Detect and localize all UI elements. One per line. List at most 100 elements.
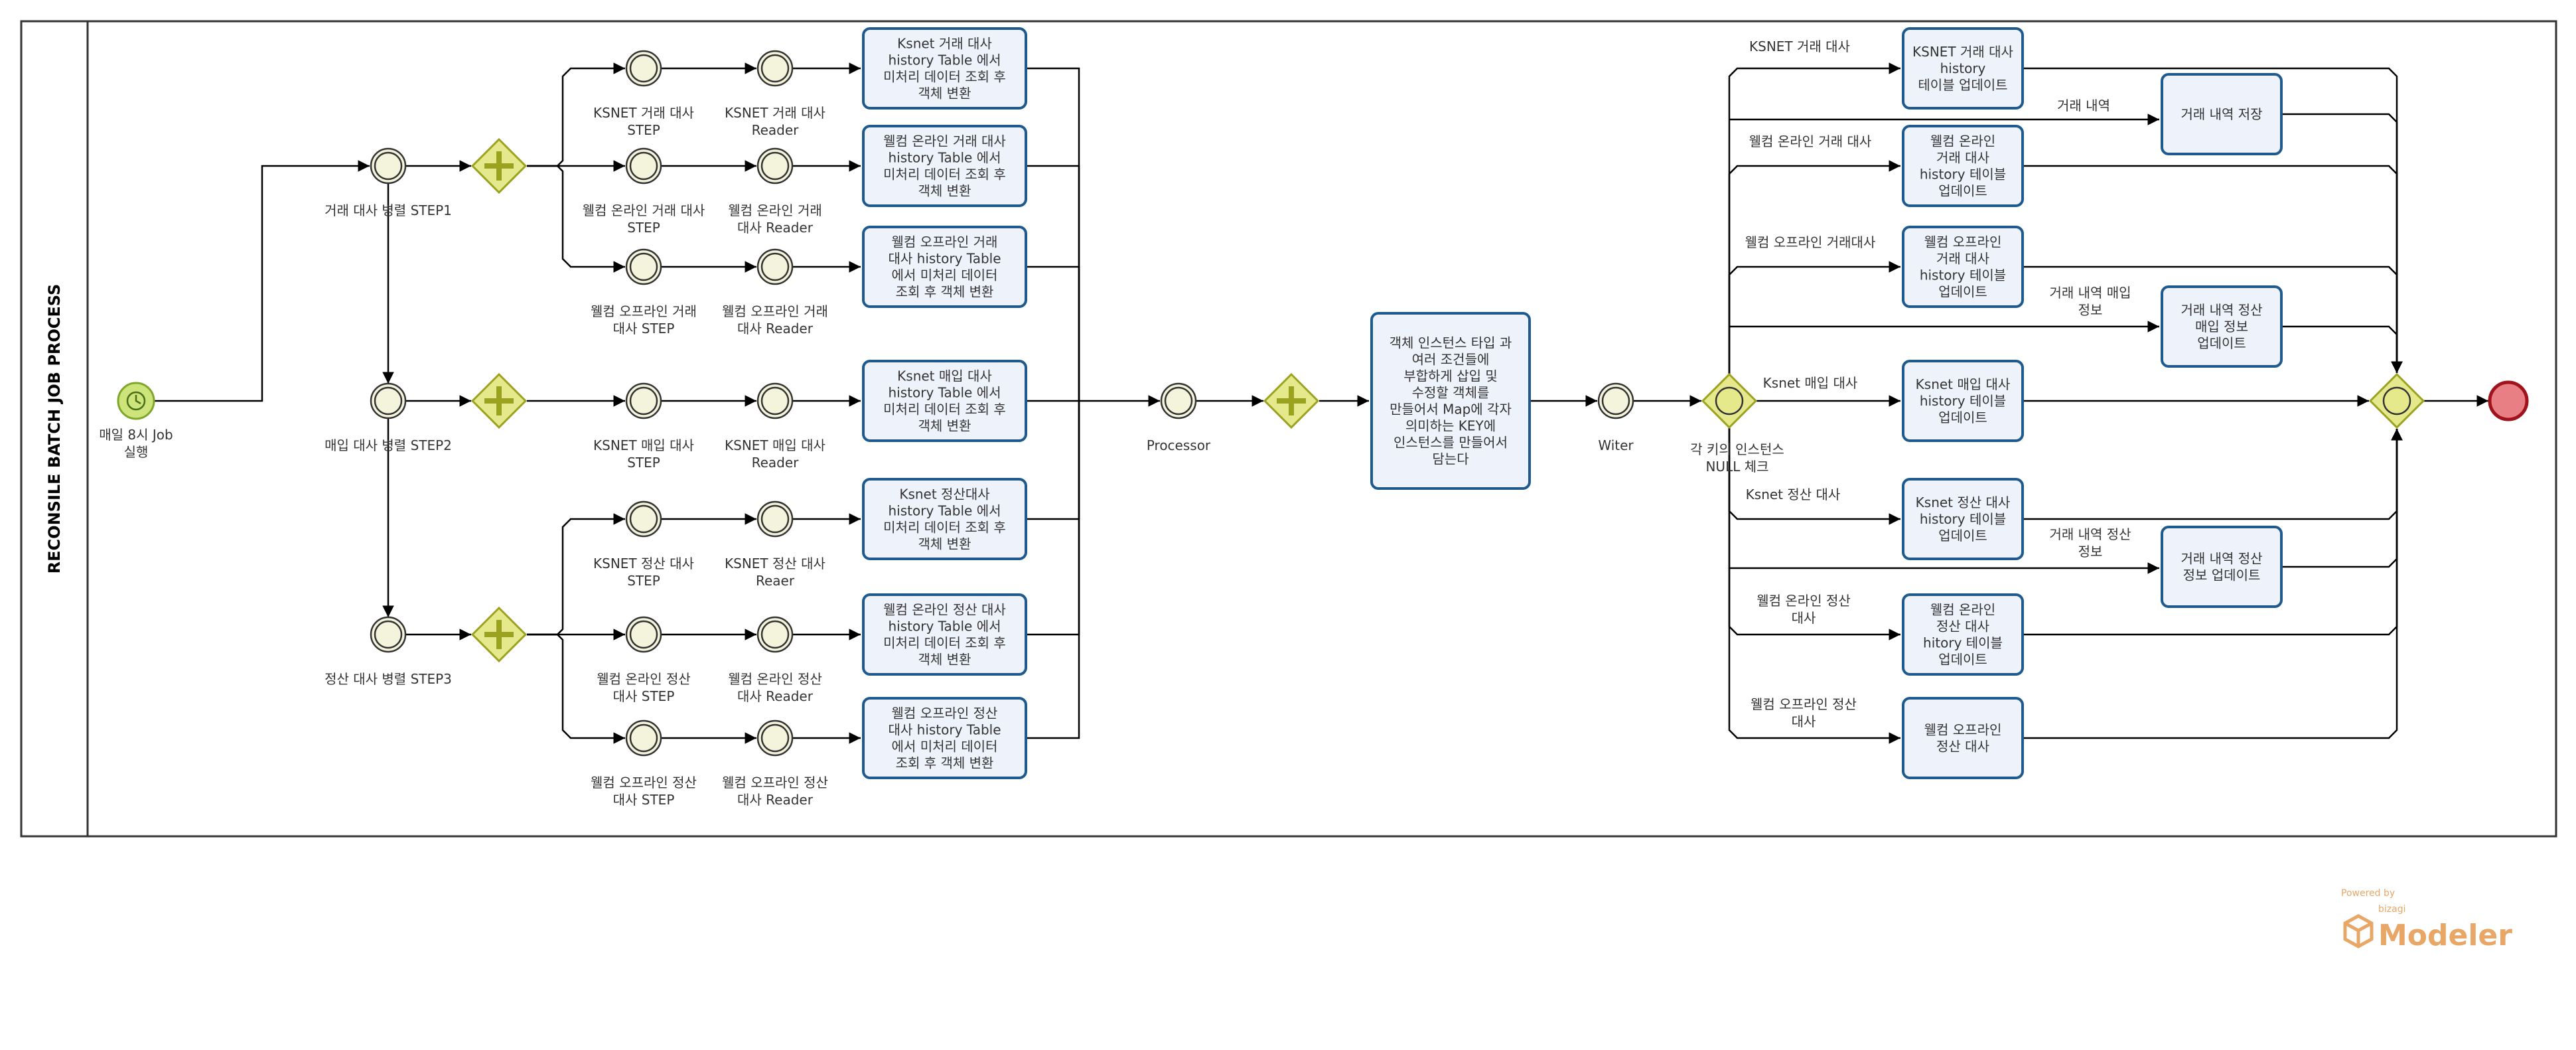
flow-gateway-to-branch-3 xyxy=(527,165,625,273)
reader-event-3 xyxy=(756,248,794,285)
vendor-text: bizagi xyxy=(2378,904,2405,915)
step-label-1: 거래 대사 병렬 STEP1 xyxy=(324,202,452,218)
end-gateway xyxy=(2368,372,2425,429)
processor-event xyxy=(1160,382,1197,419)
output-task-3 xyxy=(1902,226,2024,308)
parallel-gateway-1-plus-h xyxy=(484,163,514,169)
output-flow-label-1: KSNET 거래 대사 xyxy=(1749,38,1850,54)
output-flow-label-4: Ksnet 매입 대사 xyxy=(1763,375,1858,391)
reader-event-5-inner xyxy=(760,504,790,534)
reader-event-3-inner xyxy=(760,252,790,281)
reader-task-7 xyxy=(862,697,1027,779)
flow-extra-to-end-gateway-2 xyxy=(2281,325,2403,373)
flow-extra-to-end-gateway-3 xyxy=(2281,429,2403,568)
output-flow-label-2: 웰컴 온라인 거래 대사 xyxy=(1749,133,1872,149)
output-task-2 xyxy=(1902,125,2024,207)
branch-step-event-6-inner xyxy=(629,620,658,649)
null-check-gateway xyxy=(1701,372,1758,429)
reader-event-4 xyxy=(756,382,794,419)
reader-task-5 xyxy=(862,478,1027,560)
parallel-gateway-4-plus-h xyxy=(1277,398,1306,404)
reader-event-2-inner xyxy=(760,151,790,181)
pool-frame xyxy=(20,20,2557,838)
bizagi-logo-icon xyxy=(2343,914,2374,948)
flow-gateway-to-branch-7 xyxy=(527,633,625,744)
end-gateway-marker xyxy=(2382,386,2411,415)
processor-task xyxy=(1370,312,1531,490)
reader-task-3 xyxy=(862,226,1027,308)
flow-task-to-processor-7 xyxy=(1026,401,1080,739)
reader-task-2 xyxy=(862,125,1027,207)
branch-step-event-7 xyxy=(625,719,662,757)
extra-task-3 xyxy=(2161,526,2283,608)
branch-step-event-4-inner xyxy=(629,386,658,415)
step-event-1 xyxy=(370,147,407,185)
sequence-flows xyxy=(154,62,2488,744)
writer-event xyxy=(1597,382,1634,419)
flow-output-to-end-gateway-7 xyxy=(2023,429,2403,739)
powered-by-text: Powered by xyxy=(2341,888,2395,899)
branch-step-event-3-inner xyxy=(629,252,658,281)
output-flow-label-5: Ksnet 정산 대사 xyxy=(1746,487,1841,502)
extra-task-1 xyxy=(2161,73,2283,155)
reader-event-1 xyxy=(756,50,794,87)
extra-task-2 xyxy=(2161,285,2283,368)
branch-step-event-6 xyxy=(625,616,662,653)
branch-step-event-5-inner xyxy=(629,504,658,534)
branch-step-event-5 xyxy=(625,500,662,538)
reader-event-1-inner xyxy=(760,54,790,83)
branch-step-event-1-inner xyxy=(629,54,658,83)
step-label-2: 매입 대사 병렬 STEP2 xyxy=(324,437,452,453)
output-task-7 xyxy=(1902,697,2024,779)
step-event-3-inner xyxy=(374,620,403,649)
step-event-2 xyxy=(370,382,407,419)
processor-label: Processor xyxy=(1147,437,1211,453)
flow-extra-to-end-gateway-1 xyxy=(2281,113,2403,373)
reader-task-6 xyxy=(862,593,1027,676)
reader-event-4-inner xyxy=(760,386,790,415)
writer-event-inner xyxy=(1601,386,1630,415)
flow-task-to-processor-3 xyxy=(1026,265,1080,401)
branch-step-event-2 xyxy=(625,147,662,185)
end-event xyxy=(2488,380,2529,421)
branch-step-event-3 xyxy=(625,248,662,285)
writer-label: Witer xyxy=(1598,437,1634,453)
output-task-6 xyxy=(1902,593,2024,676)
pool-title: RECONSILE BATCH JOB PROCESS xyxy=(45,284,64,574)
output-task-5 xyxy=(1902,478,2024,560)
reader-event-6 xyxy=(756,616,794,653)
parallel-gateway-2-plus-h xyxy=(484,398,514,404)
branch-step-event-4 xyxy=(625,382,662,419)
output-task-4 xyxy=(1902,360,2024,442)
clock-icon xyxy=(126,391,146,411)
parallel-gateway-3-plus-h xyxy=(484,632,514,637)
